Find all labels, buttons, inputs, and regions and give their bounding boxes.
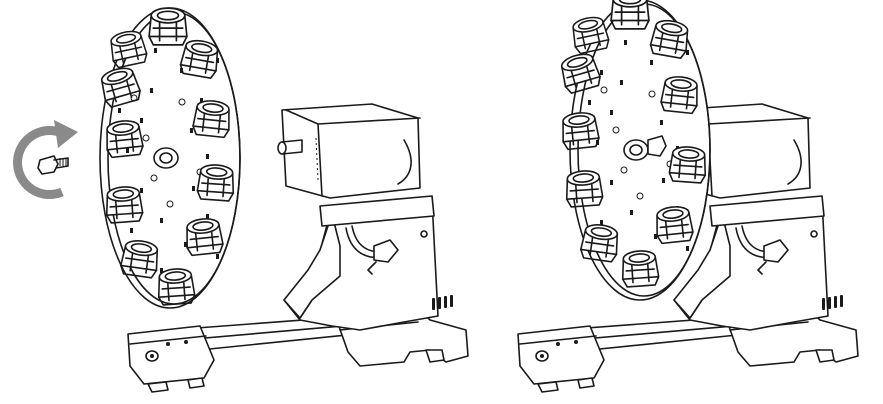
sample-wheel-attached [557, 0, 711, 301]
rotate-counterclockwise-arrow-icon [13, 120, 78, 200]
panel-before [13, 7, 469, 393]
sample-wheel [97, 7, 241, 309]
thumbscrew-icon [37, 155, 69, 175]
panel-after [517, 0, 859, 393]
